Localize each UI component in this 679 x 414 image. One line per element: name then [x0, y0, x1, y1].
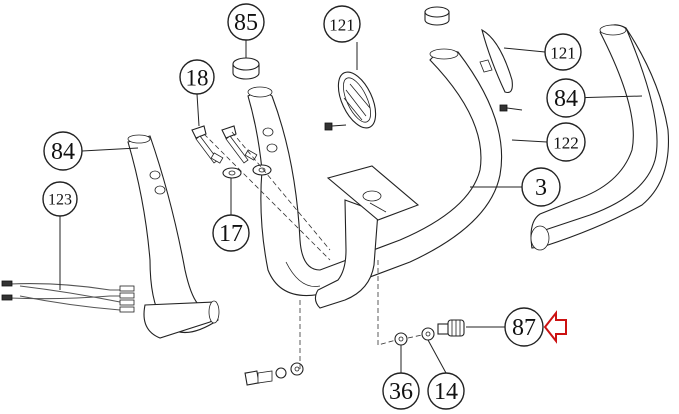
adjustment-knob-assembly — [394, 319, 465, 346]
callout-3: 3 — [521, 167, 561, 207]
callout-3-label: 3 — [535, 175, 547, 201]
left-handlebar-part-84 — [127, 134, 220, 339]
highlight-arrow-icon — [543, 310, 567, 344]
callout-84-right: 84 — [546, 78, 586, 118]
callout-123: 123 — [42, 181, 78, 217]
callout-87-label: 87 — [512, 315, 536, 341]
callout-121-top-label: 121 — [329, 16, 355, 35]
callout-36-label: 36 — [389, 379, 413, 405]
oval-cover-part-121 — [337, 71, 377, 129]
callout-123-label: 123 — [48, 192, 72, 209]
callout-121-top: 121 — [323, 5, 361, 43]
callout-17: 17 — [212, 214, 250, 252]
callout-84-left-label: 84 — [51, 139, 75, 165]
callout-84-left: 84 — [43, 131, 83, 171]
bottom-bolt-assembly — [244, 362, 304, 386]
callout-85: 85 — [227, 3, 265, 41]
screw-near-cover — [324, 122, 347, 131]
bolts-part-18 — [191, 125, 258, 164]
callout-18-label: 18 — [186, 66, 209, 91]
end-cap-top-right — [424, 6, 450, 26]
callout-17-label: 17 — [219, 221, 243, 247]
washers-part-17 — [222, 164, 272, 179]
side-cover-part-121 — [479, 28, 513, 94]
callout-14-label: 14 — [434, 379, 458, 405]
center-frame-part-3 — [247, 48, 503, 309]
screw-part-122 — [499, 104, 523, 112]
callout-87: 87 — [504, 307, 544, 347]
callout-14: 14 — [427, 372, 465, 410]
assembly-guide-lines — [203, 131, 423, 370]
callout-122-label: 122 — [553, 134, 579, 153]
callout-18: 18 — [179, 59, 215, 95]
end-cap-part-85 — [232, 57, 260, 80]
callout-121-right: 121 — [544, 33, 582, 71]
wire-harness-part-123 — [1, 280, 135, 313]
callout-121-right-label: 121 — [550, 44, 576, 63]
callout-84-right-label: 84 — [554, 86, 578, 112]
callout-85-label: 85 — [234, 10, 258, 36]
callout-36: 36 — [382, 372, 420, 410]
callout-122: 122 — [546, 122, 586, 162]
